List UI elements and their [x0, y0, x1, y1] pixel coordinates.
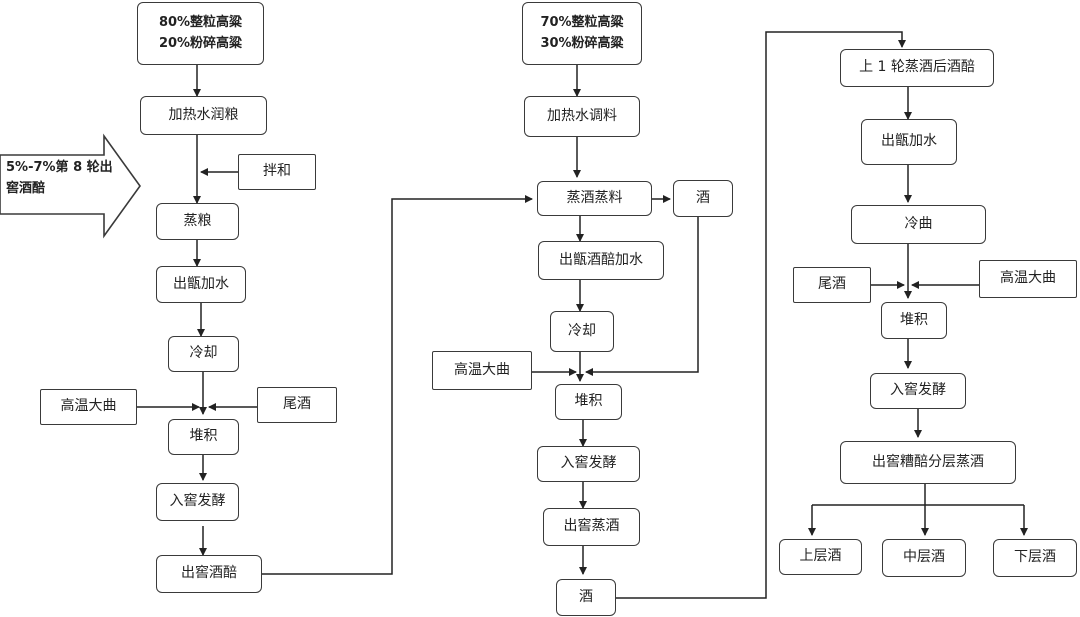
- node-cellar-ferment-2-text: 入窖发酵: [560, 455, 617, 472]
- node-cool-2-text: 冷却: [568, 322, 596, 339]
- node-high-temp-qu-2: 高温大曲: [432, 351, 532, 390]
- node-sorghum-80-text: 80%整粒高粱: [158, 15, 243, 31]
- node-layered-distill-text: 出窖糟醅分层蒸酒: [872, 453, 984, 470]
- node-sorghum-70-text: 70%整粒高粱: [540, 15, 624, 31]
- node-cool-qu: 冷曲: [851, 205, 986, 244]
- node-moisten-grain-text: 加热水润粮: [168, 106, 239, 123]
- node-out-cellar-distill-text: 出窖蒸酒: [563, 518, 620, 535]
- node-pile-2-text: 堆积: [574, 393, 603, 410]
- node-add-water-1: 出甑加水: [156, 266, 246, 303]
- node-sorghum-30-text: 30%粉碎高粱: [540, 35, 624, 51]
- node-lower-liquor: 下层酒: [993, 539, 1077, 577]
- node-tail-liquor-1: 尾酒: [257, 387, 337, 423]
- node-liquor-out: 酒: [556, 579, 616, 616]
- node-upper-liquor: 上层酒: [779, 539, 862, 575]
- node-pile-2: 堆积: [555, 384, 622, 420]
- node-cellar-ferment-1: 入窖发酵: [156, 483, 239, 521]
- node-steam-liquor-material: 蒸酒蒸料: [537, 181, 652, 216]
- node-tail-liquor-3: 尾酒: [793, 267, 871, 303]
- node-high-temp-qu-2-text: 高温大曲: [454, 361, 510, 378]
- node-sorghum-70-30: 70%整粒高粱 30%粉碎高粱: [522, 2, 642, 65]
- node-lower-liquor-text: 下层酒: [1014, 549, 1056, 566]
- node-liquor-out-text: 酒: [579, 588, 593, 605]
- node-upper-liquor-text: 上层酒: [799, 548, 842, 565]
- node-high-temp-qu-1-text: 高温大曲: [60, 398, 117, 415]
- node-sorghum-20-text: 20%粉碎高粱: [158, 35, 243, 51]
- node-add-water-2-text: 出甑酒醅加水: [559, 251, 643, 268]
- node-out-cellar-grains-text: 出窖酒醅: [181, 565, 237, 582]
- node-add-water-2: 出甑酒醅加水: [538, 241, 664, 280]
- node-out-cellar-distill: 出窖蒸酒: [543, 508, 640, 546]
- node-previous-round-grains: 上 1 轮蒸酒后酒醅: [840, 49, 994, 87]
- node-liquor-side-text: 酒: [696, 189, 710, 206]
- recycled-grains-arrow-label: 5%-7%第 8 轮出 窖酒醅: [6, 158, 118, 200]
- recycled-grains-line1: 5%-7%第 8 轮出: [6, 160, 113, 175]
- node-high-temp-qu-3-text: 高温大曲: [1000, 270, 1056, 287]
- node-tail-liquor-1-text: 尾酒: [283, 396, 311, 413]
- node-add-water-3: 出甑加水: [861, 119, 957, 165]
- node-sorghum-80-20: 80%整粒高粱 20%粉碎高粱: [137, 2, 264, 65]
- node-cool-qu-text: 冷曲: [904, 215, 933, 232]
- node-adjust-material-text: 加热水调料: [547, 107, 617, 124]
- node-pile-1-text: 堆积: [189, 428, 218, 445]
- node-mix-text: 拌和: [263, 163, 291, 180]
- node-cellar-ferment-3-text: 入窖发酵: [890, 382, 946, 399]
- node-moisten-grain: 加热水润粮: [140, 96, 267, 135]
- node-cool-2: 冷却: [550, 311, 614, 352]
- node-add-water-3-text: 出甑加水: [881, 133, 937, 150]
- node-mix: 拌和: [238, 154, 316, 190]
- node-pile-3: 堆积: [881, 302, 947, 339]
- node-cool-1-text: 冷却: [189, 345, 218, 362]
- node-adjust-material: 加热水调料: [524, 96, 640, 137]
- node-high-temp-qu-3: 高温大曲: [979, 260, 1077, 298]
- node-steam-grain: 蒸粮: [156, 203, 239, 240]
- node-high-temp-qu-1: 高温大曲: [40, 389, 137, 425]
- node-cool-1: 冷却: [168, 336, 239, 372]
- node-layered-distill: 出窖糟醅分层蒸酒: [840, 441, 1016, 484]
- node-cellar-ferment-3: 入窖发酵: [870, 373, 966, 409]
- node-steam-liquor-material-text: 蒸酒蒸料: [566, 189, 623, 206]
- node-out-cellar-grains: 出窖酒醅: [156, 555, 262, 593]
- node-pile-3-text: 堆积: [900, 311, 928, 328]
- node-steam-grain-text: 蒸粮: [183, 212, 212, 229]
- recycled-grains-line2: 窖酒醅: [6, 180, 46, 196]
- node-middle-liquor-text: 中层酒: [903, 549, 945, 566]
- node-tail-liquor-3-text: 尾酒: [818, 276, 846, 293]
- node-previous-round-grains-text: 上 1 轮蒸酒后酒醅: [859, 59, 975, 76]
- node-cellar-ferment-1-text: 入窖发酵: [169, 493, 226, 510]
- node-liquor-side: 酒: [673, 180, 733, 217]
- node-middle-liquor: 中层酒: [882, 539, 966, 577]
- node-add-water-1-text: 出甑加水: [173, 275, 229, 292]
- node-cellar-ferment-2: 入窖发酵: [537, 446, 640, 482]
- node-pile-1: 堆积: [168, 419, 239, 455]
